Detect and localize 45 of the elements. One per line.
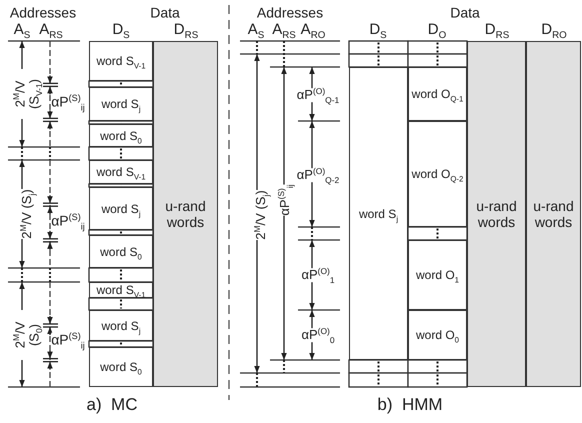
word-label: word S$_{0}$ bbox=[100, 130, 142, 142]
panel-caption: a) MC bbox=[86, 396, 138, 414]
memory-word-cell bbox=[89, 41, 153, 81]
column-header: Addresses bbox=[256, 6, 324, 20]
word-label: word S$_{V-1}$ bbox=[96, 284, 146, 296]
memory-word-cell bbox=[89, 235, 153, 268]
word-label: word S$_{0}$ bbox=[100, 361, 142, 373]
word-label: word S$_{V-1}$ bbox=[96, 166, 146, 178]
column-header: A$_{S}$ bbox=[14, 22, 30, 38]
column-header: A$_{RO}$ bbox=[300, 22, 326, 38]
word-label: word S$_{0}$ bbox=[100, 246, 142, 258]
region-label: u-rand words bbox=[164, 198, 207, 230]
memory-region bbox=[153, 41, 218, 387]
memory-word-cell bbox=[408, 310, 467, 360]
panel-caption: b) HMM bbox=[377, 396, 443, 414]
column-header: A$_{RS}$ bbox=[272, 22, 296, 38]
column-header: Addresses bbox=[10, 6, 76, 20]
memory-word-cell bbox=[89, 310, 153, 341]
memory-word-cell bbox=[89, 187, 153, 230]
memory-word-cell bbox=[89, 87, 153, 121]
column-header: D$_{RO}$ bbox=[541, 22, 567, 38]
memory-word-cell bbox=[408, 121, 467, 227]
memory-word-cell bbox=[408, 67, 467, 121]
column-header: D$_{S}$ bbox=[112, 22, 130, 38]
memory-word-cell bbox=[89, 347, 153, 387]
column-header: D$_{RS}$ bbox=[174, 22, 198, 38]
memory-word-cell bbox=[89, 282, 153, 298]
column-header: D$_{S}$ bbox=[369, 22, 387, 38]
memory-region bbox=[467, 41, 526, 387]
region-label: u-rand words bbox=[532, 198, 575, 230]
column-header: D$_{RS}$ bbox=[484, 22, 510, 38]
memory-word-cell bbox=[349, 67, 408, 360]
memory-word-cell bbox=[408, 240, 467, 310]
column-header: Data bbox=[450, 6, 480, 20]
region-label: u-rand words bbox=[475, 198, 518, 230]
memory-region bbox=[526, 41, 581, 387]
memory-word-cell bbox=[89, 160, 153, 184]
column-header: A$_{S}$ bbox=[248, 22, 264, 38]
word-label: word S$_{V-1}$ bbox=[96, 55, 146, 67]
memory-word-cell bbox=[89, 124, 153, 147]
column-header: Data bbox=[150, 6, 180, 20]
word-label: word O$_{0}$ bbox=[416, 329, 460, 341]
word-label: word O$_{1}$ bbox=[416, 269, 460, 281]
column-header: A$_{RS}$ bbox=[39, 22, 63, 38]
column-header: D$_{O}$ bbox=[428, 22, 446, 38]
